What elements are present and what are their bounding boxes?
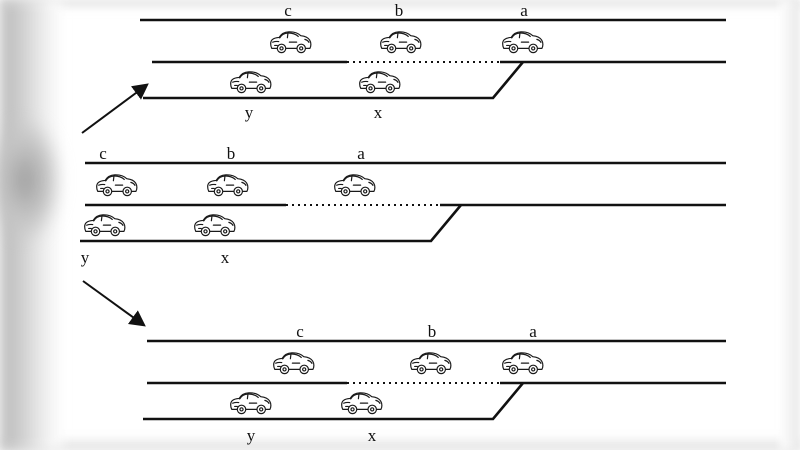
panel-top-label-y: y <box>245 103 254 122</box>
page-smudge <box>0 120 60 240</box>
panel-top-label-a: a <box>520 1 528 20</box>
panel-top-merge-lane-edge <box>143 61 524 100</box>
arrow-up-icon <box>81 83 149 134</box>
panel-middle-label-c: c <box>99 144 107 163</box>
panel-middle-label-y: y <box>81 248 90 267</box>
panel-top-label-c: c <box>284 1 292 20</box>
panel-middle-merge-lane-edge <box>80 204 462 243</box>
panel-middle: c b a y x <box>80 144 726 267</box>
panel-middle-car-c <box>96 174 138 197</box>
panel-bottom: c b a y x <box>143 322 726 445</box>
panel-bottom-label-x: x <box>368 426 377 445</box>
panel-bottom-label-y: y <box>247 426 256 445</box>
panel-middle-label-x: x <box>221 248 230 267</box>
panel-top-car-x <box>359 71 401 94</box>
panel-bottom-car-x <box>341 392 383 415</box>
panel-top-label-b: b <box>395 1 404 20</box>
panel-middle-car-b <box>207 174 249 197</box>
panel-bottom-label-a: a <box>529 322 537 341</box>
panel-middle-label-a: a <box>357 144 365 163</box>
panel-bottom-car-y <box>230 392 272 415</box>
panel-bottom-label-c: c <box>296 322 304 341</box>
panel-top: c b a y x <box>140 1 726 122</box>
arrow-down-icon <box>82 280 146 327</box>
panel-top-car-y <box>230 71 272 94</box>
panel-bottom-car-a <box>502 352 544 375</box>
panel-bottom-car-c <box>273 352 315 375</box>
panel-bottom-car-b <box>410 352 452 375</box>
panel-top-car-c <box>270 31 312 54</box>
panel-top-car-a <box>502 31 544 54</box>
panel-middle-car-y <box>84 214 126 237</box>
panel-bottom-merge-lane-edge <box>143 382 524 421</box>
panel-middle-car-x <box>194 214 236 237</box>
panel-top-car-b <box>380 31 422 54</box>
panel-top-label-x: x <box>374 103 383 122</box>
panel-bottom-label-b: b <box>428 322 437 341</box>
panel-middle-car-a <box>334 174 376 197</box>
panel-middle-label-b: b <box>227 144 236 163</box>
